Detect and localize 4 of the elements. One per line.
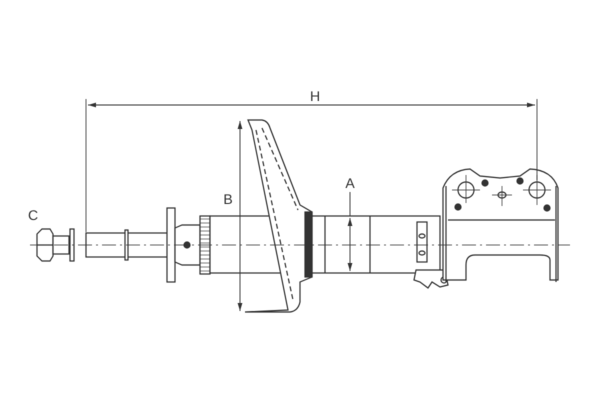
dimension-label: C: [26, 208, 40, 222]
dimension-label: H: [308, 89, 322, 103]
dimension-label: B: [222, 192, 234, 206]
dimension-label: A: [344, 176, 356, 190]
